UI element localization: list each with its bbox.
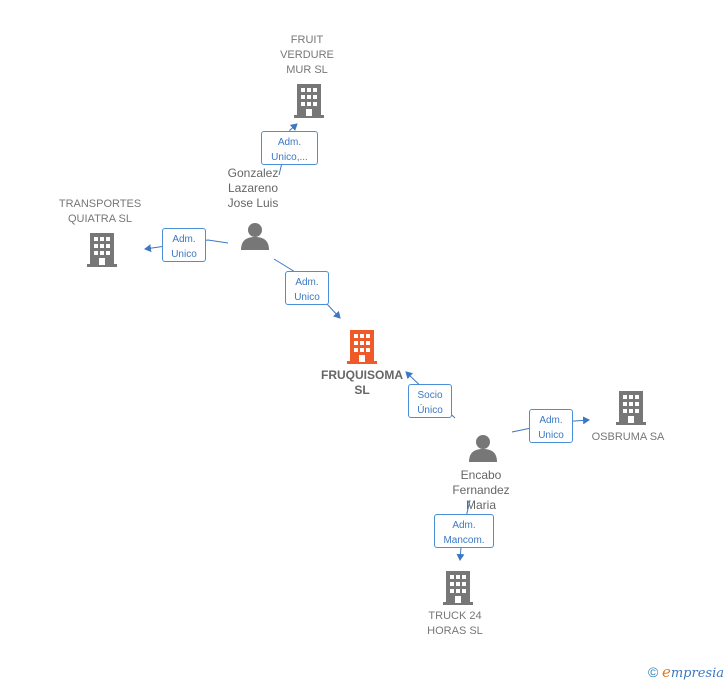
- building-icon[interactable]: [346, 330, 378, 364]
- person-label-gonzalez[interactable]: Gonzalez Lazareno Jose Luis: [227, 166, 279, 210]
- company-label-fruquisoma[interactable]: FRUQUISOMA SL: [321, 368, 403, 397]
- building-icon[interactable]: [442, 571, 474, 605]
- company-label-osbruma[interactable]: OSBRUMA SA: [591, 431, 665, 443]
- company-label-transportes-quiatra[interactable]: TRANSPORTES QUIATRA SL: [58, 198, 142, 225]
- edge-label-encabo-osbruma[interactable]: Adm. Unico: [529, 409, 573, 443]
- edge-label-encabo-truck[interactable]: Adm. Mancom.: [434, 514, 494, 548]
- building-icon[interactable]: [86, 233, 118, 267]
- edge-label-fruquisoma-encabo[interactable]: Socio Único: [408, 384, 452, 418]
- empresia-watermark[interactable]: © empresia: [648, 663, 724, 681]
- edge-label-gonzalez-fruit[interactable]: Adm. Unico,...: [261, 131, 318, 165]
- edge-label-gonzalez-transportes[interactable]: Adm. Unico: [162, 228, 206, 262]
- edge-label-gonzalez-fruquisoma[interactable]: Adm. Unico: [285, 271, 329, 305]
- copyright-icon: ©: [648, 664, 659, 680]
- company-label-fruit-verdure[interactable]: FRUIT VERDURE MUR SL: [280, 34, 334, 76]
- person-icon[interactable]: [468, 434, 498, 462]
- person-label-encabo[interactable]: Encabo Fernandez Maria: [452, 468, 510, 512]
- building-icon[interactable]: [615, 391, 647, 425]
- brand-logo-e: e: [661, 663, 671, 681]
- brand-logo-text: mpresia: [670, 666, 724, 681]
- building-icon[interactable]: [293, 84, 325, 118]
- person-icon[interactable]: [240, 222, 270, 250]
- company-label-truck24[interactable]: TRUCK 24 HORAS SL: [427, 610, 483, 637]
